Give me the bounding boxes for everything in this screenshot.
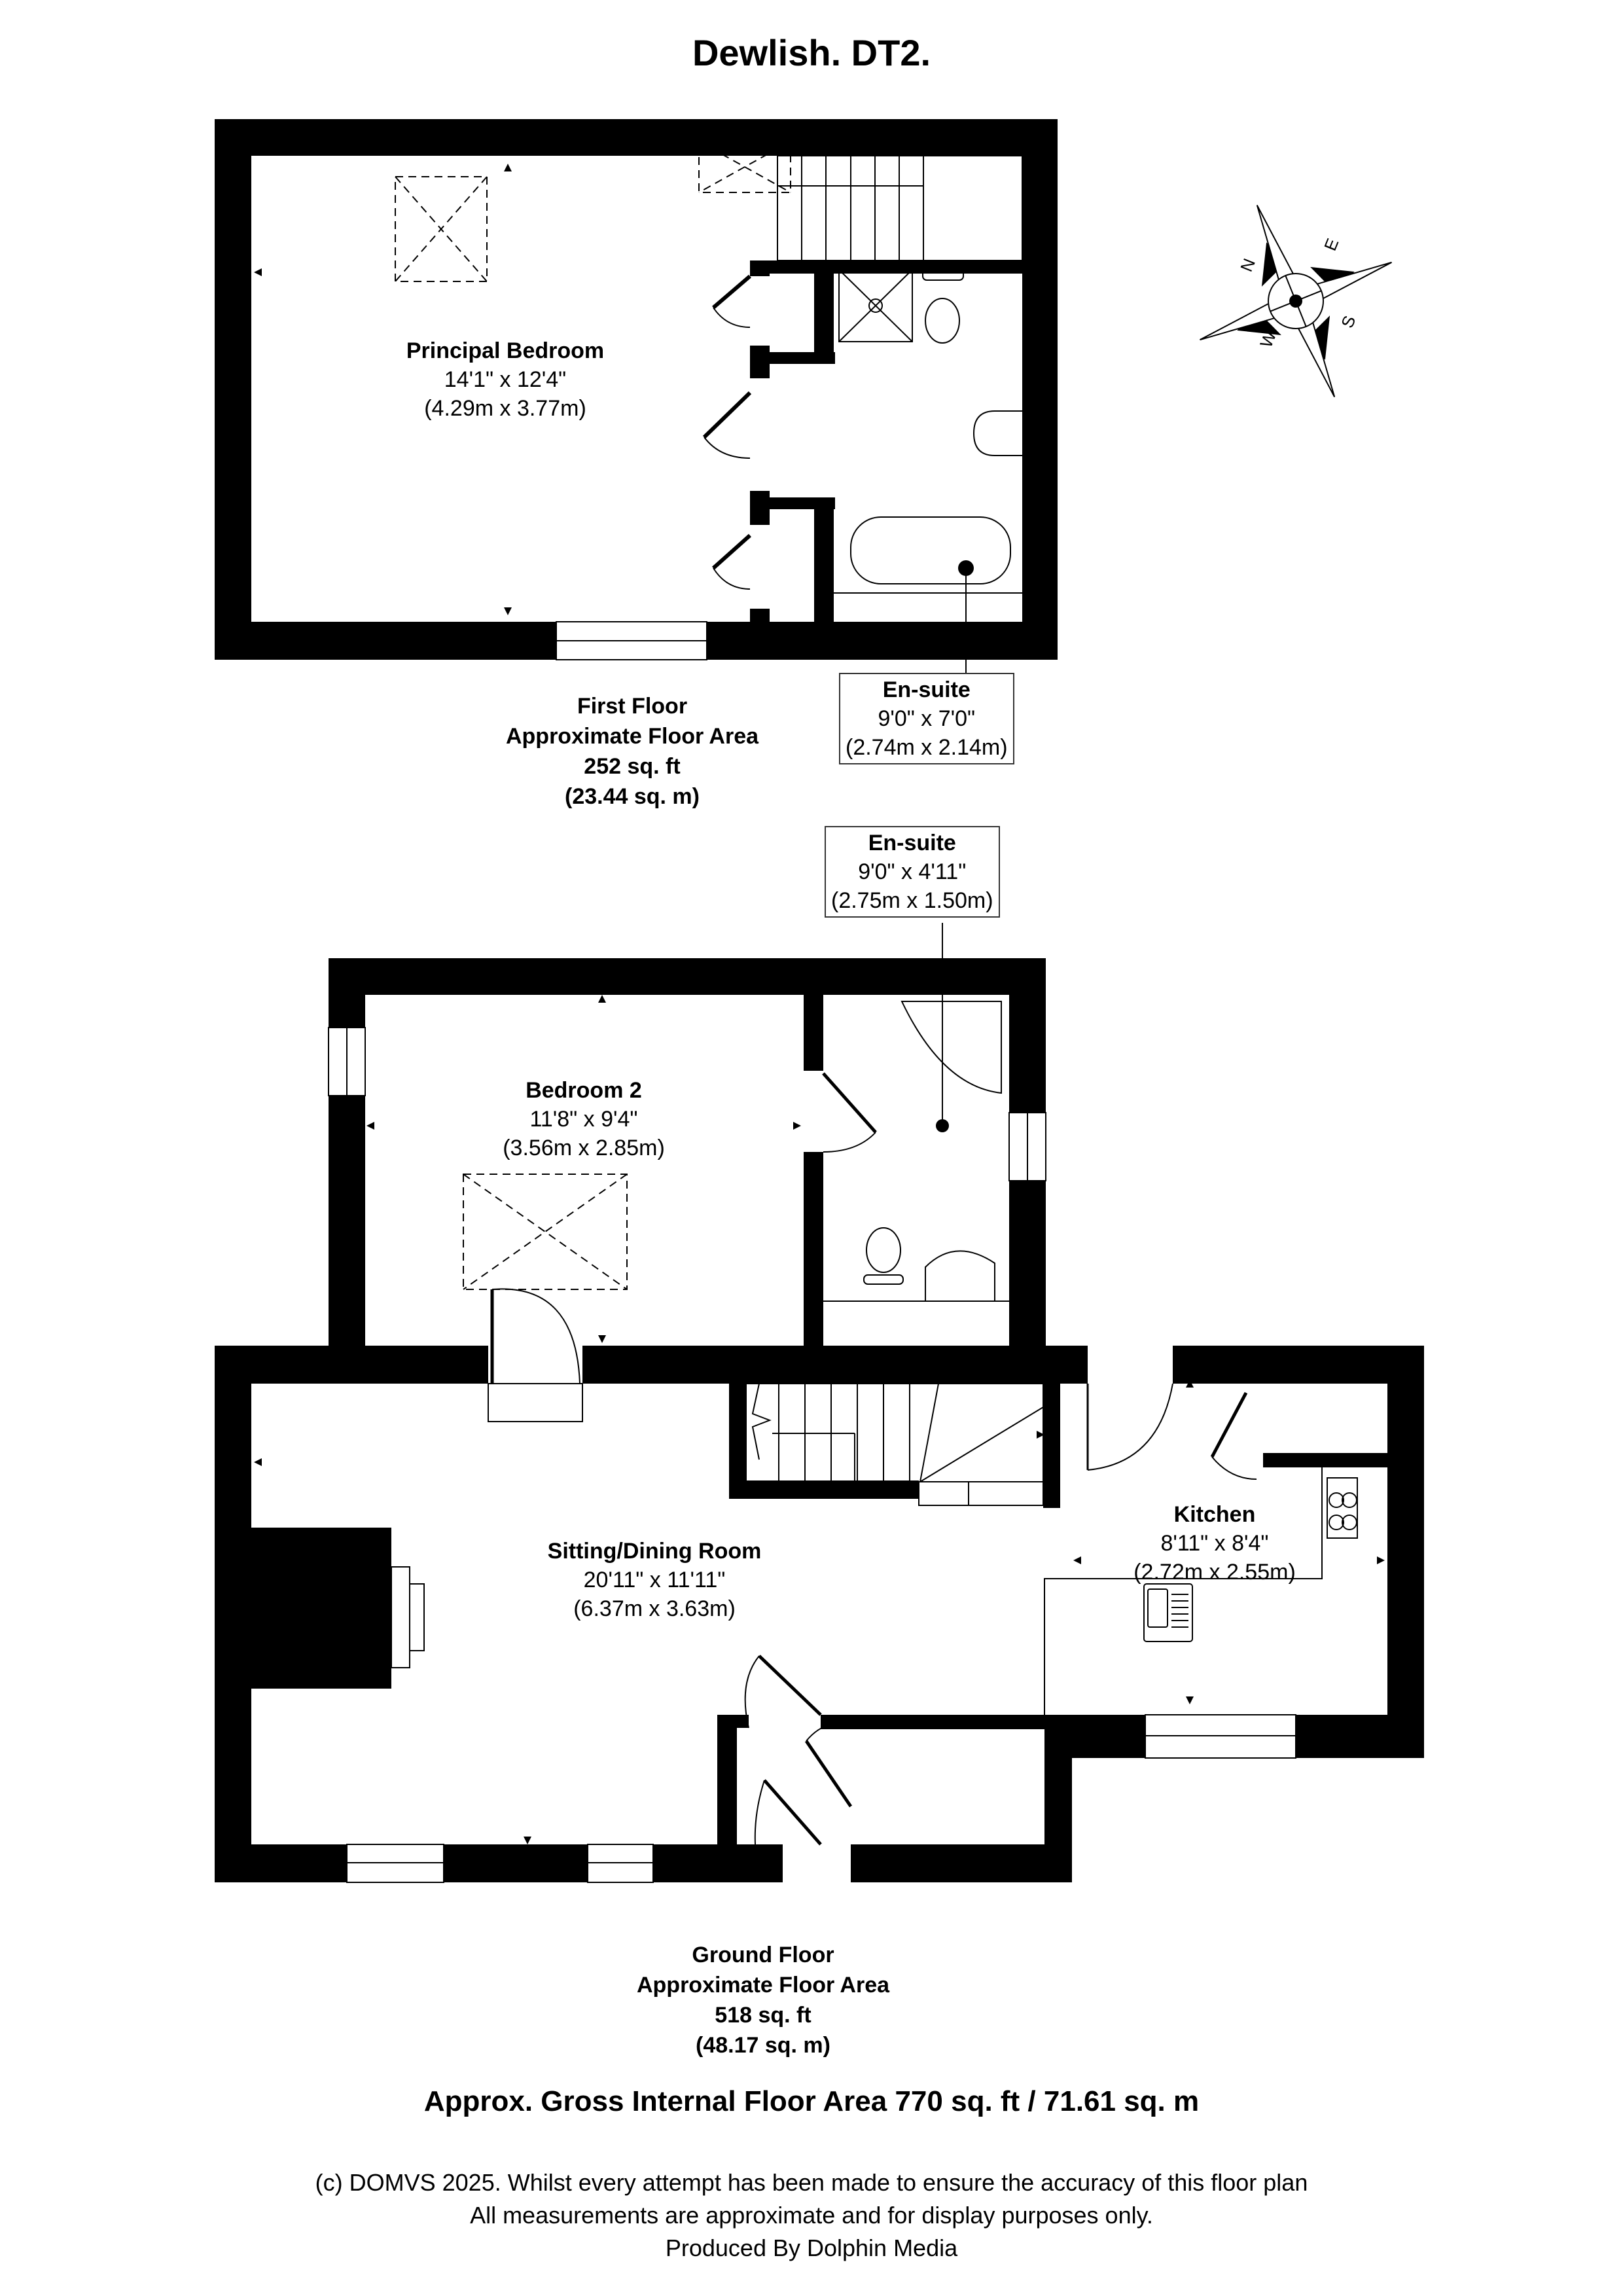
ground-floor-dots	[254, 995, 1385, 1844]
compass-e-label: E	[1320, 236, 1342, 253]
room-name: En-suite	[882, 677, 971, 702]
floor-name: First Floor	[577, 694, 688, 719]
plan-title: Dewlish. DT2.	[692, 32, 931, 73]
room-imperial: 8'11" x 8'4"	[1160, 1531, 1269, 1556]
first-floor-summary: First Floor Approximate Floor Area 252 s…	[506, 691, 758, 812]
first-floor-fixtures	[395, 141, 1023, 674]
compass-n-label: N	[1236, 256, 1259, 275]
room-metric: (6.37m x 3.63m)	[573, 1596, 736, 1621]
floor-area-label: Approximate Floor Area	[636, 1973, 890, 1998]
room-metric: (2.72m x 2.55m)	[1133, 1560, 1296, 1585]
ground-floor-summary: Ground Floor Approximate Floor Area 518 …	[637, 1940, 889, 2060]
disclaimer-line-2: All measurements are approximate and for…	[470, 2202, 1153, 2229]
room-imperial: 9'0" x 7'0"	[878, 706, 976, 731]
room-label-sitting-dining: Sitting/Dining Room 20'11" x 11'11" (6.3…	[548, 1537, 762, 1623]
floor-name: Ground Floor	[692, 1943, 834, 1967]
ground-floor-fixtures	[328, 923, 1358, 1883]
room-label-kitchen: Kitchen 8'11" x 8'4" (2.72m x 2.55m)	[1133, 1500, 1296, 1587]
room-name: En-suite	[868, 831, 956, 855]
room-name: Kitchen	[1173, 1502, 1256, 1527]
compass-s-label: S	[1337, 313, 1359, 331]
first-floor-plan	[215, 119, 1058, 660]
floor-area-sqft: 252 sq. ft	[584, 754, 681, 779]
compass-rose-icon: N E S W	[1200, 205, 1392, 397]
floor-area-sqm: (23.44 sq. m)	[565, 784, 700, 809]
room-metric: (2.74m x 2.14m)	[846, 735, 1008, 760]
ground-floor-plan	[215, 958, 1424, 1882]
disclaimer-line-1: (c) DOMVS 2025. Whilst every attempt has…	[315, 2169, 1308, 2196]
room-name: Bedroom 2	[526, 1078, 642, 1103]
floor-area-label: Approximate Floor Area	[505, 724, 759, 749]
room-imperial: 14'1" x 12'4"	[444, 367, 567, 392]
room-metric: (3.56m x 2.85m)	[503, 1136, 665, 1160]
room-name: Principal Bedroom	[406, 338, 605, 363]
room-label-ensuite-first: En-suite 9'0" x 7'0" (2.74m x 2.14m)	[839, 673, 1014, 764]
first-floor-dots	[254, 164, 974, 615]
floor-area-sqft: 518 sq. ft	[715, 2003, 812, 2028]
room-label-bedroom-2: Bedroom 2 11'8" x 9'4" (3.56m x 2.85m)	[503, 1076, 665, 1162]
gross-floor-area: Approx. Gross Internal Floor Area 770 sq…	[423, 2085, 1200, 2117]
producer-credit: Produced By Dolphin Media	[665, 2234, 958, 2261]
room-imperial: 11'8" x 9'4"	[529, 1107, 638, 1132]
room-metric: (2.75m x 1.50m)	[831, 888, 993, 913]
disclaimer-footer: (c) DOMVS 2025. Whilst every attempt has…	[0, 2166, 1623, 2265]
room-label-ensuite-ground: En-suite 9'0" x 4'11" (2.75m x 1.50m)	[825, 826, 1000, 918]
room-name: Sitting/Dining Room	[547, 1539, 762, 1564]
room-metric: (4.29m x 3.77m)	[424, 396, 586, 421]
room-imperial: 9'0" x 4'11"	[858, 859, 967, 884]
room-imperial: 20'11" x 11'11"	[583, 1568, 726, 1592]
floor-area-sqm: (48.17 sq. m)	[696, 2033, 830, 2058]
room-label-principal-bedroom: Principal Bedroom 14'1" x 12'4" (4.29m x…	[406, 336, 604, 423]
